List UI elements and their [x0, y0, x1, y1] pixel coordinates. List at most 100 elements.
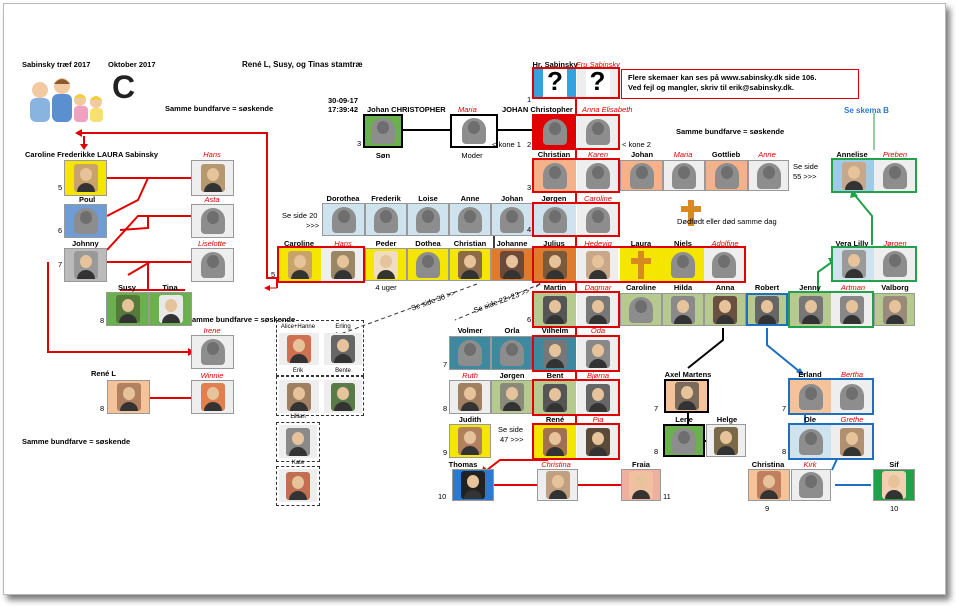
- person-pia[interactable]: [577, 425, 618, 458]
- person-anne-r5[interactable]: [449, 203, 491, 236]
- person-gottlieb[interactable]: [705, 160, 748, 191]
- person-rene-l[interactable]: [107, 380, 150, 414]
- person-robert[interactable]: [746, 293, 788, 326]
- person-christian-r4[interactable]: [534, 160, 576, 191]
- person-julius[interactable]: [534, 248, 576, 281]
- person-judith[interactable]: [449, 424, 491, 458]
- person-orla[interactable]: [491, 336, 533, 370]
- person-christian-r6[interactable]: [449, 248, 491, 281]
- name-dothea: Dothea: [415, 239, 441, 248]
- see-schema-b-link[interactable]: Se skema B: [844, 106, 889, 115]
- person-christina-r10[interactable]: [748, 469, 790, 501]
- person-caroline-r5[interactable]: [577, 204, 618, 235]
- person-jenny[interactable]: [790, 293, 831, 326]
- person-martin[interactable]: [534, 293, 576, 326]
- name-thomas: Thomas: [448, 460, 478, 469]
- person-winnie[interactable]: [191, 380, 234, 414]
- person-peder[interactable]: [365, 248, 407, 281]
- person-poul[interactable]: [64, 204, 107, 238]
- person-johan-r5[interactable]: [491, 203, 533, 236]
- person-johan-christopher-2[interactable]: [534, 116, 576, 148]
- person-vilhelm[interactable]: [534, 337, 576, 370]
- person-johanne[interactable]: [491, 248, 533, 281]
- name-jorgen-r6: Jørgen: [883, 239, 907, 248]
- couple-ole-grethe: [788, 423, 874, 460]
- person-bertha[interactable]: [831, 380, 872, 413]
- name-johan-r5: Johan: [500, 194, 524, 203]
- person-fraia[interactable]: [621, 469, 661, 501]
- person-laura[interactable]: [620, 248, 662, 281]
- person-fru-sabinsky[interactable]: [577, 69, 618, 97]
- name-volmer: Volmer: [457, 326, 483, 335]
- person-maria-r4[interactable]: [663, 160, 705, 191]
- person-thomas[interactable]: [452, 469, 494, 501]
- same-color-note-3: Samme bundfarve = søskende: [187, 315, 296, 324]
- person-son[interactable]: [363, 114, 403, 148]
- person-susy[interactable]: [106, 292, 149, 326]
- kone-2-label: < kone 2: [622, 140, 651, 149]
- person-anna-r7[interactable]: [704, 293, 746, 326]
- person-jorgen-r5[interactable]: [534, 204, 576, 235]
- person-valborg[interactable]: [874, 293, 915, 326]
- person-kate[interactable]: [279, 469, 317, 502]
- person-dagmar[interactable]: [577, 293, 618, 326]
- person-ole[interactable]: [790, 425, 831, 458]
- person-sif[interactable]: [873, 469, 915, 501]
- person-asta[interactable]: [191, 204, 234, 238]
- person-helge[interactable]: [706, 424, 746, 457]
- person-hans[interactable]: [191, 160, 234, 196]
- person-vera-lilly[interactable]: [833, 248, 874, 280]
- person-liselotte[interactable]: [191, 248, 234, 282]
- gen-7-volmer: 7: [443, 360, 448, 369]
- person-loise[interactable]: [407, 203, 449, 236]
- person-dothea[interactable]: [407, 248, 449, 281]
- person-annelise[interactable]: [833, 160, 874, 191]
- person-bente[interactable]: [324, 380, 362, 413]
- person-axel-martens[interactable]: [664, 379, 709, 413]
- person-hilda[interactable]: [662, 293, 704, 326]
- person-frederik[interactable]: [365, 203, 407, 236]
- person-erland[interactable]: [790, 380, 831, 413]
- person-moder[interactable]: [450, 114, 498, 148]
- person-lillian[interactable]: [279, 425, 317, 458]
- person-tina[interactable]: [149, 292, 192, 326]
- person-alice-hanne[interactable]: [279, 333, 319, 365]
- person-lene[interactable]: [663, 424, 705, 457]
- person-caroline-r6[interactable]: [279, 248, 321, 281]
- gen-9-judith: 9: [443, 448, 448, 457]
- couple-johan-anna: [532, 114, 620, 150]
- person-preben[interactable]: [874, 160, 915, 191]
- person-ruth[interactable]: [449, 380, 491, 414]
- person-anne-r4[interactable]: [748, 160, 789, 191]
- person-caroline-r7[interactable]: [620, 293, 662, 326]
- person-artman[interactable]: [831, 293, 872, 326]
- person-caroline-laura[interactable]: [64, 160, 107, 196]
- person-hr-sabinsky[interactable]: [534, 69, 576, 97]
- person-oda[interactable]: [577, 337, 618, 370]
- person-bent[interactable]: [534, 381, 576, 414]
- name-oda: Oda: [590, 326, 606, 335]
- person-hedevig[interactable]: [577, 248, 618, 281]
- person-jorgen-r6[interactable]: [874, 248, 915, 280]
- person-adolfine[interactable]: [704, 248, 744, 281]
- name-rene: René: [545, 415, 565, 424]
- person-karen[interactable]: [577, 160, 618, 191]
- person-anna-elisabeth[interactable]: [577, 116, 618, 148]
- person-johnny[interactable]: [64, 248, 107, 282]
- person-christina-r11[interactable]: [537, 469, 578, 501]
- person-hans-r6[interactable]: [322, 248, 363, 281]
- person-kirk[interactable]: [791, 469, 831, 501]
- person-niels[interactable]: [662, 248, 704, 281]
- person-johan-r4[interactable]: [620, 160, 663, 191]
- person-erik[interactable]: [279, 380, 319, 413]
- person-rene[interactable]: [534, 425, 576, 458]
- name-loise: Loise: [418, 194, 438, 203]
- person-grethe[interactable]: [831, 425, 872, 458]
- person-volmer[interactable]: [449, 336, 491, 370]
- person-bjorna[interactable]: [577, 381, 618, 414]
- person-irene[interactable]: [191, 335, 234, 369]
- person-erling[interactable]: [324, 333, 362, 365]
- person-jorgen-r9[interactable]: [491, 380, 533, 414]
- person-dorothea[interactable]: [322, 203, 365, 236]
